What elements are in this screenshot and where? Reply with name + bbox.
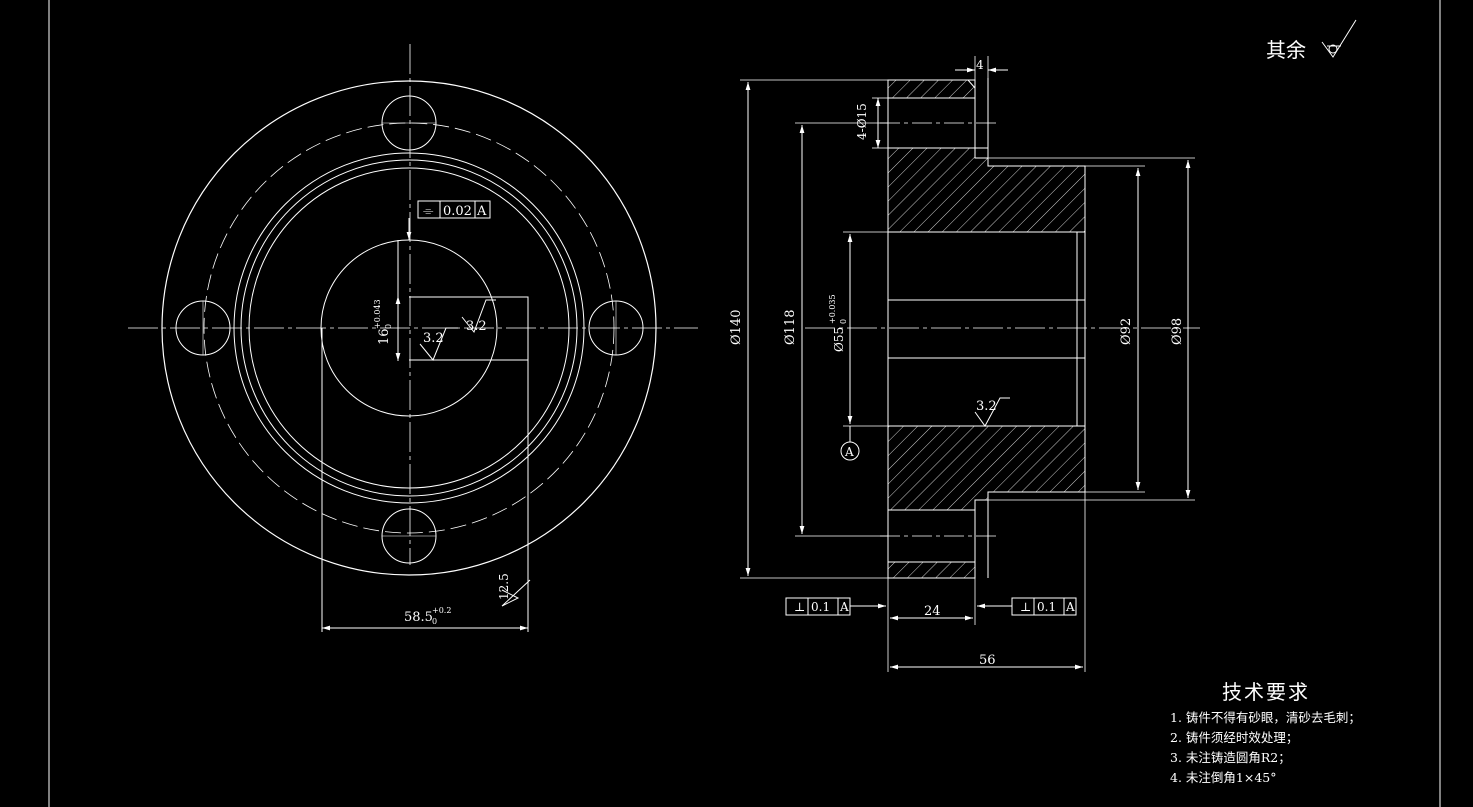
keyway-width-upper: +0.2 xyxy=(432,606,451,615)
dia-bore-nominal: Ø55 xyxy=(832,327,846,352)
dia-bore-upper: +0.035 xyxy=(828,294,837,324)
roughness-bore: 3.2 xyxy=(423,331,444,346)
left-view xyxy=(128,44,698,632)
left-view-text: ⌯ 0.02 A 16 +0.043 0 3.2 3.2 12.5 58.5 +… xyxy=(373,204,511,626)
tech-notes-list: 1. 铸件不得有砂眼，清砂去毛刺； 2. 铸件须经时效处理； 3. 未注铸造圆角… xyxy=(1170,708,1361,788)
datum-a-label: A xyxy=(844,445,854,459)
hole-count-dim: 4-Ø15 xyxy=(855,103,869,140)
tech-note-item: 4. 未注倒角1×45° xyxy=(1170,770,1277,785)
dia-hub-dim: Ø92 xyxy=(1119,318,1134,345)
perp-right-datum: A xyxy=(1065,600,1075,614)
perp-right-value: 0.1 xyxy=(1037,600,1056,614)
perp-left-value: 0.1 xyxy=(811,600,830,614)
keyway-depth-lower: 0 xyxy=(384,324,393,329)
surface-note: 其余 xyxy=(1266,19,1357,62)
roughness-keyway: 3.2 xyxy=(466,319,487,334)
flange-width-dim: 24 xyxy=(924,604,941,619)
dia-hub-outer-dim: Ø98 xyxy=(1170,318,1185,345)
perp-left-symbol-icon: ⊥ xyxy=(794,600,805,614)
flatness-value: 0.02 xyxy=(443,204,472,219)
dia-bore-lower: 0 xyxy=(839,319,848,324)
keyway-width-lower: 0 xyxy=(432,617,437,626)
total-length-dim: 56 xyxy=(979,653,996,668)
tech-note-item: 1. 铸件不得有砂眼，清砂去毛刺； xyxy=(1170,710,1361,725)
dia-outer-dim: Ø140 xyxy=(729,310,744,345)
dia-bolt-circle-dim: Ø118 xyxy=(783,310,798,345)
perp-left-datum: A xyxy=(839,600,849,614)
roughness-base: 12.5 xyxy=(497,573,511,600)
flatness-symbol-icon: ⌯ xyxy=(423,204,434,219)
roughness-symbol-icon xyxy=(1321,19,1357,58)
tech-note-item: 2. 铸件须经时效处理； xyxy=(1170,730,1299,745)
keyway-width-nominal: 58.5 xyxy=(404,610,433,625)
tech-note-item: 3. 未注铸造圆角R2； xyxy=(1170,750,1291,765)
tech-notes-title: 技术要求 xyxy=(1222,680,1310,704)
keyway-depth-upper: +0.043 xyxy=(373,299,382,329)
perp-right-symbol-icon: ⊥ xyxy=(1020,600,1031,614)
roughness-bore-right: 3.2 xyxy=(976,399,997,414)
surface-note-label: 其余 xyxy=(1266,38,1306,62)
flatness-datum: A xyxy=(476,204,487,219)
drawing-frame xyxy=(48,0,1441,807)
keyway-depth-nominal: 16 xyxy=(377,328,392,345)
right-view-text: 4 4-Ø15 Ø140 Ø118 Ø55 +0.035 0 Ø92 Ø98 3… xyxy=(729,58,1185,668)
right-view xyxy=(740,56,1200,672)
gap-width-dim: 4 xyxy=(976,58,984,72)
